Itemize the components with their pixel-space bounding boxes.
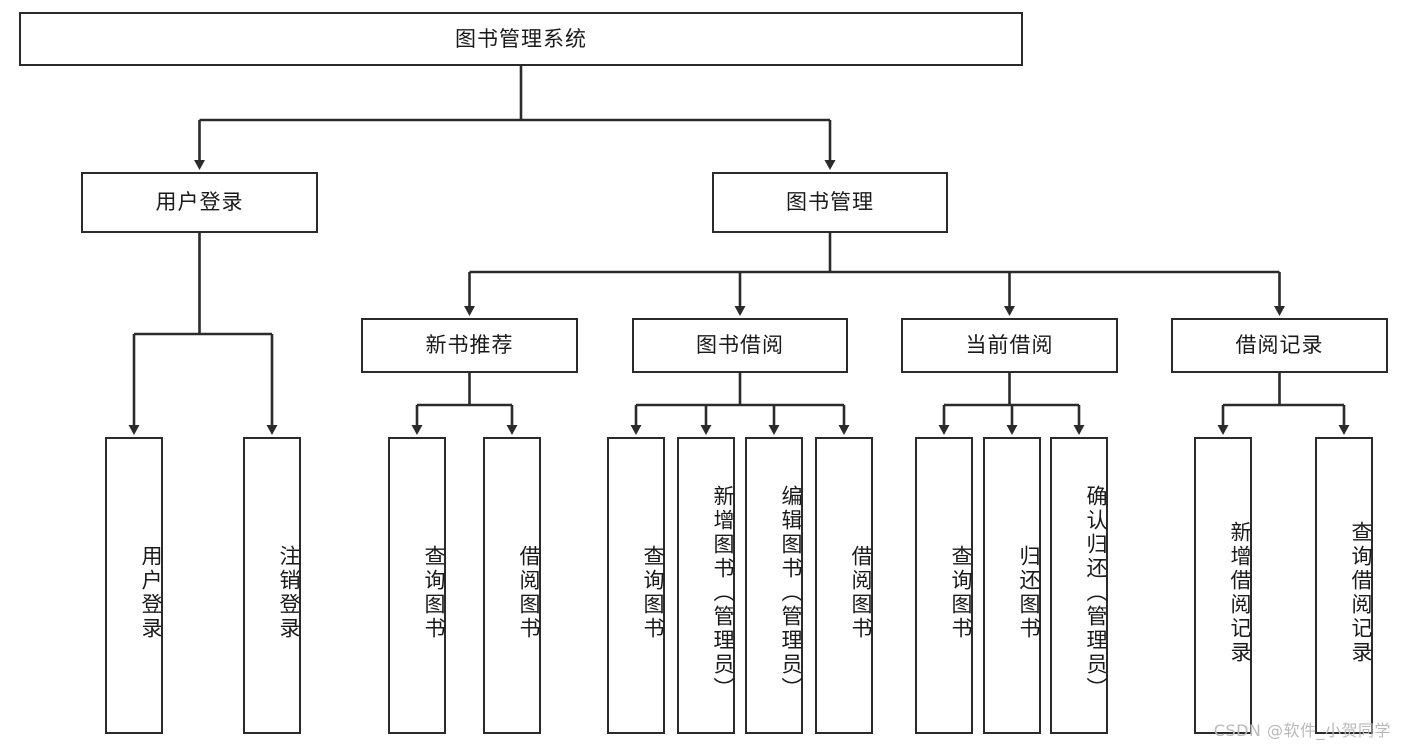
node-label: 借阅图书	[517, 544, 541, 641]
node-label: 图书管理	[786, 190, 874, 214]
node-new-book-rec[interactable]: 新书推荐	[361, 318, 578, 373]
node-label: 查询图书	[949, 544, 973, 641]
node-leaf-query-book-3[interactable]: 查询图书	[915, 437, 973, 734]
node-leaf-borrow-book-2[interactable]: 借阅图书	[815, 437, 873, 734]
node-leaf-return-book[interactable]: 归还图书	[983, 437, 1041, 734]
watermark-label: CSDN @软件_小贺同学	[1213, 721, 1391, 740]
node-current-borrow[interactable]: 当前借阅	[901, 318, 1118, 373]
node-label: 新书推荐	[425, 333, 514, 357]
node-book-borrow[interactable]: 图书借阅	[632, 318, 848, 373]
node-leaf-add-record[interactable]: 新增借阅记录	[1194, 437, 1252, 734]
node-label: 注销登录	[277, 544, 301, 641]
node-label: 借阅图书	[849, 544, 873, 641]
node-label: 新增借阅记录	[1228, 520, 1252, 665]
node-leaf-confirm-return[interactable]: 确认归还（管理员）	[1050, 437, 1108, 734]
node-leaf-user-login[interactable]: 用户登录	[105, 437, 163, 734]
node-label: 编辑图书（管理员）	[779, 484, 803, 701]
node-label: 用户登录	[139, 544, 163, 641]
node-label: 查询借阅记录	[1349, 520, 1373, 665]
node-borrow-record[interactable]: 借阅记录	[1171, 318, 1388, 373]
node-leaf-borrow-book-1[interactable]: 借阅图书	[483, 437, 541, 734]
node-leaf-add-book[interactable]: 新增图书（管理员）	[677, 437, 735, 734]
node-leaf-edit-book[interactable]: 编辑图书（管理员）	[745, 437, 803, 734]
node-user-login[interactable]: 用户登录	[81, 172, 318, 233]
node-label: 当前借阅	[965, 333, 1054, 357]
node-leaf-query-book-1[interactable]: 查询图书	[388, 437, 446, 734]
node-label: 归还图书	[1017, 544, 1041, 641]
node-label: 借阅记录	[1235, 333, 1324, 357]
node-label: 确认归还（管理员）	[1084, 484, 1108, 701]
node-book-manage[interactable]: 图书管理	[712, 172, 948, 233]
node-label: 图书管理系统	[455, 26, 587, 51]
node-leaf-query-book-2[interactable]: 查询图书	[607, 437, 665, 734]
node-label: 查询图书	[422, 544, 446, 641]
node-label: 图书借阅	[696, 333, 784, 357]
node-label: 查询图书	[641, 544, 665, 641]
node-leaf-query-record[interactable]: 查询借阅记录	[1315, 437, 1373, 734]
node-label: 新增图书（管理员）	[711, 484, 735, 701]
node-label: 用户登录	[155, 190, 244, 214]
node-root[interactable]: 图书管理系统	[19, 12, 1023, 66]
node-leaf-user-logout[interactable]: 注销登录	[243, 437, 301, 734]
